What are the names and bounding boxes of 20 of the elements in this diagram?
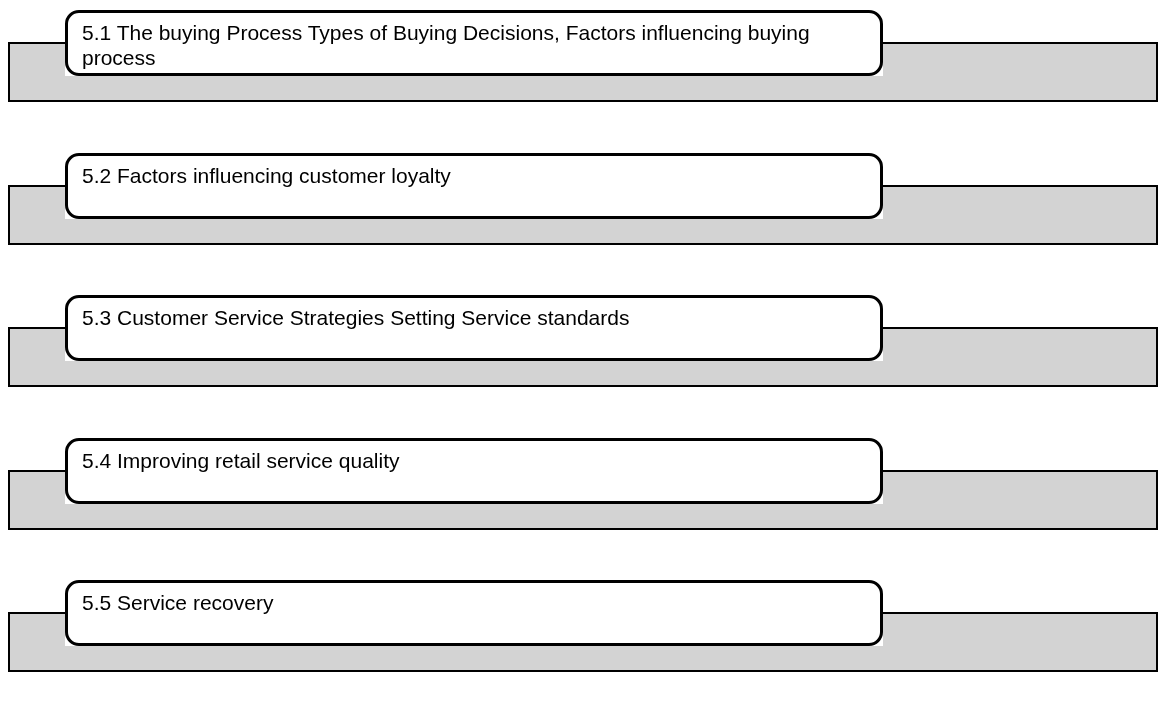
topic-box: 5.3 Customer Service Strategies Setting Service standards <box>65 295 883 361</box>
band-segment <box>8 327 65 361</box>
topic-box: 5.2 Factors influencing customer loyalty <box>65 152 883 219</box>
band-segment <box>8 646 1158 672</box>
band-segment <box>8 469 65 504</box>
band-segment <box>883 327 1158 361</box>
band-segment <box>883 612 1158 646</box>
band-segment <box>8 503 1158 530</box>
band-segment <box>8 361 1158 387</box>
band-segment <box>883 184 1158 219</box>
topic-box: 5.5 Service recovery <box>65 580 883 646</box>
band-segment <box>8 612 65 646</box>
band-segment <box>8 76 1158 102</box>
band-segment <box>883 469 1158 504</box>
topic-box: 5.1 The buying Process Types of Buying Decisions, Factors influencing buying process <box>65 10 883 76</box>
band-segment <box>8 184 65 219</box>
band-segment <box>8 42 65 76</box>
topic-box: 5.4 Improving retail service quality <box>65 437 883 504</box>
band-segment <box>8 218 1158 245</box>
band-segment <box>883 42 1158 76</box>
